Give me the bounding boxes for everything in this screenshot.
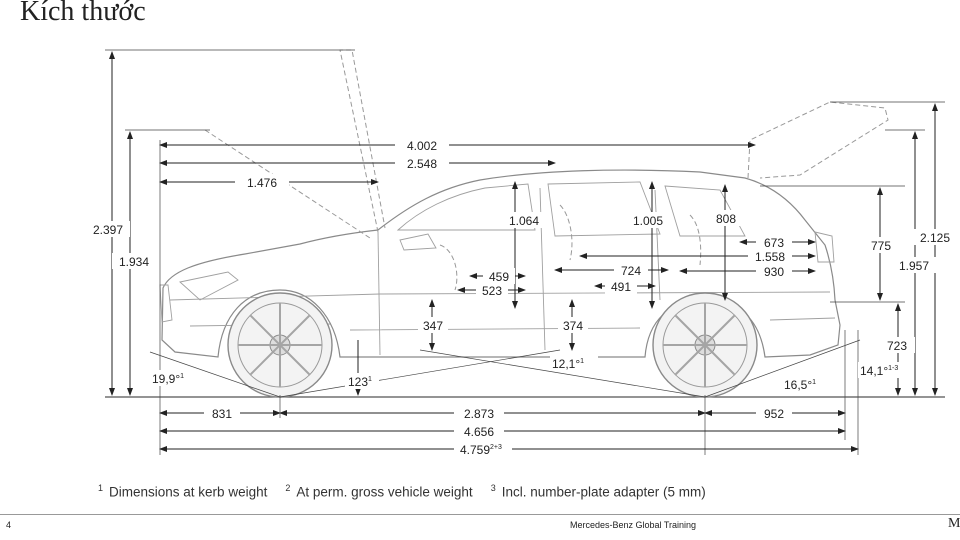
dim-cargo-length-lower: 1.558 [755,250,785,264]
dim-approach-angle: 19,9°1 [152,372,184,386]
dim-rear-height: 1.957 [899,259,929,273]
dim-rear-legroom: 491 [611,280,631,294]
dim-ground-clearance: 1231 [348,375,372,389]
footer-brand: Mercedes-Benz Global Training [570,520,697,530]
dim-tailgate-open-height: 2.125 [920,231,950,245]
dim-departure-angle-alt: 14,1°1-3 [860,364,898,378]
open-tailgate [747,101,889,179]
dim-front-overhang: 831 [212,407,232,421]
page-number: 4 [6,520,12,530]
dim-overall-length-adapter: 4.7592+3 [460,443,502,457]
dim-rear-seat-height: 374 [563,319,583,333]
dim-luggage-height: 808 [716,212,736,226]
dim-cargo-length-floor: 930 [764,265,784,279]
dim-rear-headroom: 1.005 [633,214,663,228]
front-wheel [227,292,333,398]
footer-divider [0,514,960,515]
dim-front-headroom: 1.064 [509,214,539,228]
dim-wheelbase: 2.873 [464,407,494,421]
rear-wheel [652,292,758,398]
dimension-labels: 4.002 2.548 1.476 2.397 1.934 1.064 1.00… [84,137,956,457]
dim-overall-length-top: 4.002 [407,139,437,153]
dim-roof-length: 2.548 [407,157,437,171]
footer-logo-letter: M [948,516,960,531]
dim-front-seat-depth: 459 [489,270,509,284]
dim-hood-open-height: 2.397 [93,223,123,237]
dim-rear-seat-depth: 724 [621,264,641,278]
dim-front-seat-height: 347 [423,319,443,333]
dim-ramp-angle: 12,1°1 [552,357,584,371]
vehicle-dimension-diagram: 4.002 2.548 1.476 2.397 1.934 1.064 1.00… [84,49,956,457]
dim-departure-angle: 16,5°1 [784,378,816,392]
dim-overall-length: 4.656 [464,425,494,439]
dim-rear-overhang: 952 [764,407,784,421]
dim-load-sill-height: 723 [887,339,907,353]
dim-front-legroom: 523 [482,284,502,298]
dim-roof-height: 1.934 [119,255,149,269]
dim-tailgate-opening-height: 775 [871,239,891,253]
dim-cargo-length-upper: 673 [764,236,784,250]
page-title: Kích thước [20,0,146,27]
open-hood [339,49,386,233]
dim-front-to-a-pillar: 1.476 [247,176,277,190]
